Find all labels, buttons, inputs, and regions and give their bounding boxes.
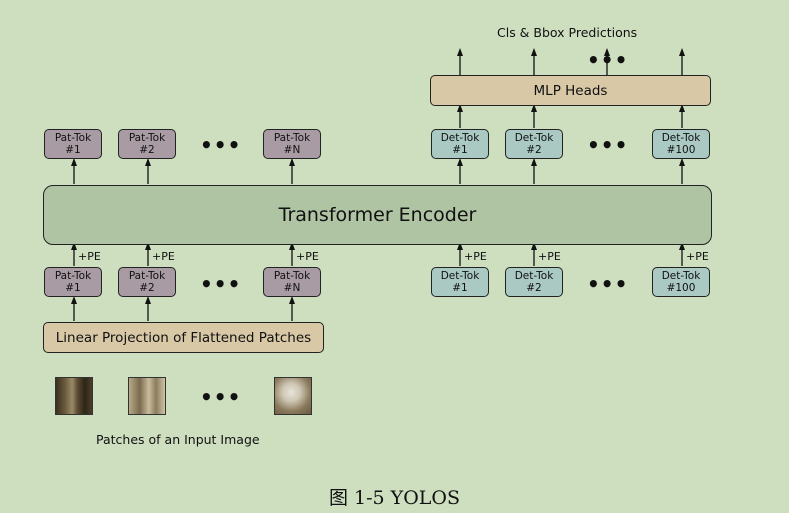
pat-token-in-n: Pat-Tok #N [263,267,321,297]
det-token-out-1: Det-Tok #1 [431,129,489,159]
token-index: #1 [452,144,468,156]
pat-token-out-n: Pat-Tok #N [263,129,321,159]
image-patch-1 [55,377,93,415]
token-name: Det-Tok [661,132,701,144]
pat-token-in-1: Pat-Tok #1 [44,267,102,297]
predictions-label: Cls & Bbox Predictions [497,25,638,40]
pe-label: +PE [538,250,561,263]
ellipsis: ••• [587,133,629,157]
token-name: Pat-Tok [54,270,92,282]
transformer-encoder-box: Transformer Encoder [43,185,712,245]
pe-label: +PE [152,250,175,263]
token-index: #N [283,144,301,156]
pe-label: +PE [296,250,319,263]
patches-label: Patches of an Input Image [96,432,260,447]
figure-caption: 图 1-5 YOLOS [328,487,460,509]
token-name: Det-Tok [440,132,480,144]
pe-label: +PE [464,250,487,263]
token-index: #N [283,282,301,294]
token-name: Pat-Tok [273,132,311,144]
token-index: #2 [526,282,542,294]
token-index: #2 [526,144,542,156]
token-index: #100 [666,282,696,294]
token-name: Pat-Tok [128,132,166,144]
det-token-out-2: Det-Tok #2 [505,129,563,159]
token-index: #1 [452,282,468,294]
token-name: Det-Tok [661,270,701,282]
det-token-in-2: Det-Tok #2 [505,267,563,297]
token-index: #1 [65,144,81,156]
token-name: Det-Tok [514,132,554,144]
token-index: #1 [65,282,81,294]
ellipsis: ••• [200,272,242,296]
pe-label: +PE [686,250,709,263]
mlp-heads-box: MLP Heads [430,75,711,106]
pe-label: +PE [78,250,101,263]
token-index: #100 [666,144,696,156]
image-patch-n [274,377,312,415]
ellipsis: ••• [200,133,242,157]
ellipsis: ••• [587,272,629,296]
token-index: #2 [139,282,155,294]
token-name: Det-Tok [440,270,480,282]
det-token-out-100: Det-Tok #100 [652,129,710,159]
linear-projection-box: Linear Projection of Flattened Patches [43,322,324,353]
token-name: Pat-Tok [54,132,92,144]
det-token-in-1: Det-Tok #1 [431,267,489,297]
token-name: Pat-Tok [273,270,311,282]
ellipsis: ••• [200,385,242,409]
token-name: Det-Tok [514,270,554,282]
token-name: Pat-Tok [128,270,166,282]
det-token-in-100: Det-Tok #100 [652,267,710,297]
token-index: #2 [139,144,155,156]
image-patch-2 [128,377,166,415]
pat-token-out-1: Pat-Tok #1 [44,129,102,159]
ellipsis: ••• [587,48,629,72]
pat-token-in-2: Pat-Tok #2 [118,267,176,297]
pat-token-out-2: Pat-Tok #2 [118,129,176,159]
